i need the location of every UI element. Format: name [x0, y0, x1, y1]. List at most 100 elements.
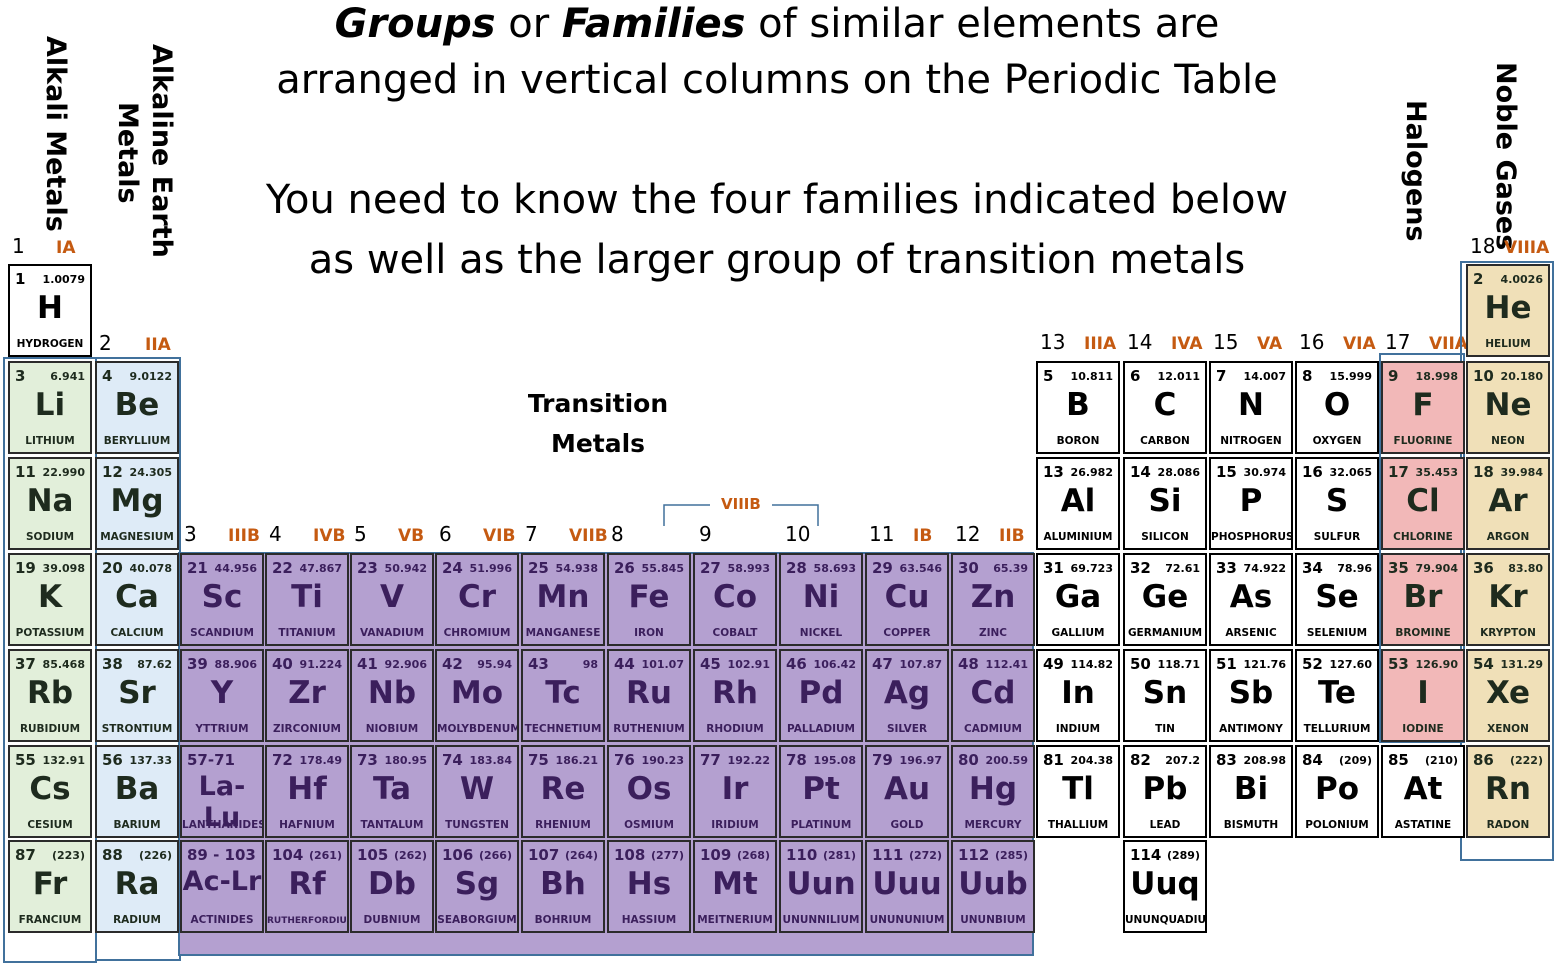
element-name: TUNGSTEN [445, 819, 509, 831]
atomic-mass: 50.942 [384, 562, 427, 575]
element-symbol: Rb [26, 675, 74, 711]
atomic-number: 25 [528, 559, 549, 577]
element-name: MANGANESE [525, 627, 601, 639]
atomic-mass: (272) [908, 849, 942, 862]
group-number-18: 18 [1470, 234, 1496, 258]
group-roman-ia: IA [56, 238, 76, 258]
element-name: POTASSIUM [15, 627, 85, 639]
atomic-number: 48 [958, 655, 979, 673]
element-name: STRONTIUM [101, 723, 173, 735]
atomic-mass: 15.999 [1329, 370, 1372, 383]
element-symbol: Po [1314, 771, 1360, 807]
atomic-number: 87 [15, 846, 36, 864]
atomic-number: 45 [700, 655, 721, 673]
element-name: GERMANIUM [1127, 627, 1203, 639]
group-number-14: 14 [1127, 330, 1153, 354]
element-symbol: Ca [115, 579, 159, 615]
atomic-number: 10 [1473, 367, 1494, 385]
element-symbol: Ra [114, 866, 160, 902]
label-viiib: VIIIB [721, 495, 761, 513]
atomic-mass: 12.011 [1157, 370, 1200, 383]
atomic-mass: 30.974 [1243, 466, 1286, 479]
element-name: XENON [1487, 723, 1529, 735]
element-name: GOLD [890, 819, 924, 831]
element-cell-uuq: 114(289)UuqUNUNQUADIUM [1123, 840, 1207, 933]
element-name: BORON [1056, 435, 1100, 447]
element-symbol: Rf [288, 866, 326, 902]
atomic-number: 77 [700, 751, 721, 769]
atomic-mass: 18.998 [1415, 370, 1458, 383]
atomic-mass: 9.0122 [129, 370, 172, 383]
element-symbol: Y [210, 675, 234, 711]
element-name: COPPER [883, 627, 931, 639]
atomic-mass: 1.0079 [42, 273, 85, 286]
atomic-number: 4 [102, 367, 113, 385]
element-symbol: Zr [288, 675, 326, 711]
atomic-mass: 51.996 [469, 562, 512, 575]
element-name: POLONIUM [1305, 819, 1369, 831]
atomic-mass: (209) [1338, 754, 1372, 767]
element-name: PLATINUM [790, 819, 852, 831]
atomic-number: 18 [1473, 463, 1494, 481]
atomic-number: 42 [442, 655, 463, 673]
atomic-number: 80 [958, 751, 979, 769]
element-symbol: Mt [712, 866, 758, 902]
atomic-number: 36 [1473, 559, 1494, 577]
label-noble-gases: Noble Gases [1490, 62, 1521, 251]
atomic-number: 30 [958, 559, 979, 577]
atomic-mass: (281) [822, 849, 856, 862]
element-symbol: Kr [1488, 579, 1528, 615]
title-line-3: You need to know the four families indic… [265, 177, 1289, 223]
atomic-mass: 126.90 [1415, 658, 1458, 671]
element-symbol: Sr [118, 675, 156, 711]
atomic-number: 105 [357, 846, 389, 864]
atomic-mass: 195.08 [813, 754, 856, 767]
atomic-mass: (222) [1509, 754, 1543, 767]
element-symbol: He [1484, 290, 1532, 326]
atomic-number: 38 [102, 655, 123, 673]
group-roman-viib: VIIB [569, 526, 608, 546]
group-roman-iva: IVA [1171, 334, 1203, 354]
atomic-number: 82 [1130, 751, 1151, 769]
atomic-number: 19 [15, 559, 36, 577]
element-name: RADON [1486, 819, 1530, 831]
element-name: HAFNIUM [279, 819, 335, 831]
element-name: RADIUM [113, 914, 161, 926]
atomic-mass: 40.078 [129, 562, 172, 575]
element-name: TELLURIUM [1303, 723, 1371, 735]
atomic-mass: 92.906 [384, 658, 427, 671]
atomic-number: 81 [1043, 751, 1064, 769]
element-name: ZINC [978, 627, 1007, 639]
atomic-number: 83 [1216, 751, 1237, 769]
group-roman-vb: VB [398, 526, 425, 546]
group-roman-iiib: IIIB [228, 526, 260, 546]
atomic-mass: (223) [51, 849, 85, 862]
element-symbol: Au [883, 771, 931, 807]
atomic-number: 79 [872, 751, 893, 769]
atomic-mass: (268) [736, 849, 770, 862]
atomic-number: 112 [958, 846, 990, 864]
atomic-number: 111 [872, 846, 904, 864]
atomic-mass: 39.984 [1500, 466, 1543, 479]
